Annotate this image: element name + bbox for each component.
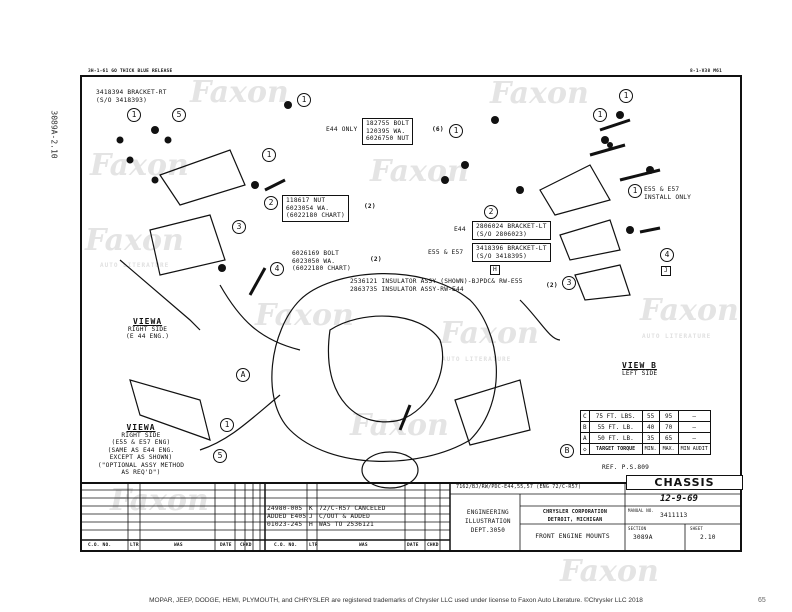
callout-3: 3 — [562, 276, 576, 290]
watermark-sub: AUTO LITERATURE — [642, 333, 712, 340]
callout-5: 5 — [213, 449, 227, 463]
watermark: Faxon — [640, 293, 739, 328]
manual-no-label: MANUAL NO. — [628, 508, 655, 513]
watermark: Faxon — [490, 76, 589, 111]
nut-c-qty: (2) — [364, 203, 376, 210]
section-value: 3089A — [633, 534, 653, 541]
callout-5: 5 — [172, 108, 186, 122]
bolt-b-spec: 182755 BOLT 120395 WA. 6026750 NUT — [362, 118, 414, 145]
insulator-qty: (2) — [546, 282, 558, 289]
callout-1: 1 — [262, 148, 276, 162]
h-flag: H — [490, 265, 500, 275]
callout-3: 3 — [232, 220, 246, 234]
watermark-sub: AUTO LITERATURE — [442, 356, 512, 363]
drawing-frame — [80, 75, 742, 552]
view-a-e55-e57: VIEWA RIGHT SIDE (E55 & E57 ENG) (SAME A… — [97, 423, 185, 477]
callout-1: 1 — [628, 184, 642, 198]
bolt-b-qty: (6) — [432, 126, 444, 133]
watermark: Faxon — [350, 408, 449, 443]
callout-4: 4 — [660, 248, 674, 262]
watermark: Faxon — [560, 554, 659, 589]
bracket-lt: 3418396 BRACKET-LT (S/O 3418395) — [472, 243, 551, 262]
trademark-notice: MOPAR, JEEP, DODGE, HEMI, PLYMOUTH, and … — [149, 597, 643, 604]
bracket-rt-label: 3418394 BRACKET-RT (S/O 3418393) — [96, 89, 167, 104]
sheet-value: 2.10 — [700, 534, 716, 541]
e44-only-label: E44 ONLY — [326, 126, 358, 133]
callout-4: 4 — [270, 262, 284, 276]
callout-1: 1 — [297, 93, 311, 107]
bolt-a-spec: 6026169 BOLT 6023050 WA. (6022180 CHART) — [292, 250, 351, 272]
callout-2: 2 — [264, 196, 278, 210]
top-left-code: 3H-1-61 GO THICK BLUE RELEASE — [88, 69, 173, 74]
manual-no: 3411113 — [660, 512, 688, 519]
sheet-label: SHEET — [690, 526, 704, 531]
nut-c-spec: 118617 NUT 6023054 WA. (6022180 CHART) — [282, 195, 349, 222]
callout-2: 2 — [484, 205, 498, 219]
ref-note: REF. P.S.809 — [602, 464, 650, 471]
drawing-title: FRONT ENGINE MOUNTS — [535, 533, 610, 540]
e55-e57-label: E55 & E57 — [428, 249, 464, 256]
category-label: CHASSIS — [626, 475, 743, 490]
bolt-a-qty: (2) — [370, 256, 382, 263]
top-right-code: 8-1-V38 M61 — [690, 69, 723, 74]
watermark: Faxon — [190, 75, 289, 110]
j-flag: J — [661, 266, 671, 276]
e44-tag: E44 — [454, 226, 466, 233]
view-b-left-side: VIEW B LEFT SIDE — [622, 361, 658, 377]
title-block — [80, 482, 742, 554]
insulator-spec: 2536121 INSULATOR ASSY (SHOWN)-BJPDC& RW… — [350, 278, 523, 293]
release-date: 12-9-69 — [660, 494, 698, 504]
watermark: Faxon — [90, 148, 189, 183]
model-line: 7162/BJ/RW/PDC-E44,55,57 (ENG 72/C-R57) — [456, 484, 582, 490]
callout-1: 1 — [127, 108, 141, 122]
view-b-pointer: B — [560, 444, 574, 458]
revision-grid — [80, 482, 742, 552]
section-label: SECTION — [628, 526, 647, 531]
view-a-pointer: A — [236, 368, 250, 382]
watermark-sub: AUTO LITERATURE — [100, 262, 170, 269]
view-a-right-side: VIEWA RIGHT SIDE (E 44 ENG.) — [126, 317, 170, 341]
install-only-note: E55 & E57 INSTALL ONLY — [644, 186, 692, 201]
page-number: 65 — [758, 597, 766, 604]
watermark: Faxon — [85, 223, 184, 258]
callout-1: 1 — [619, 89, 633, 103]
callout-1: 1 — [220, 418, 234, 432]
bracket-lt-e44: 2806024 BRACKET-LT (S/O 2806023) — [472, 221, 551, 240]
watermark: Faxon — [370, 154, 469, 189]
callout-1: 1 — [593, 108, 607, 122]
callout-1: 1 — [449, 124, 463, 138]
